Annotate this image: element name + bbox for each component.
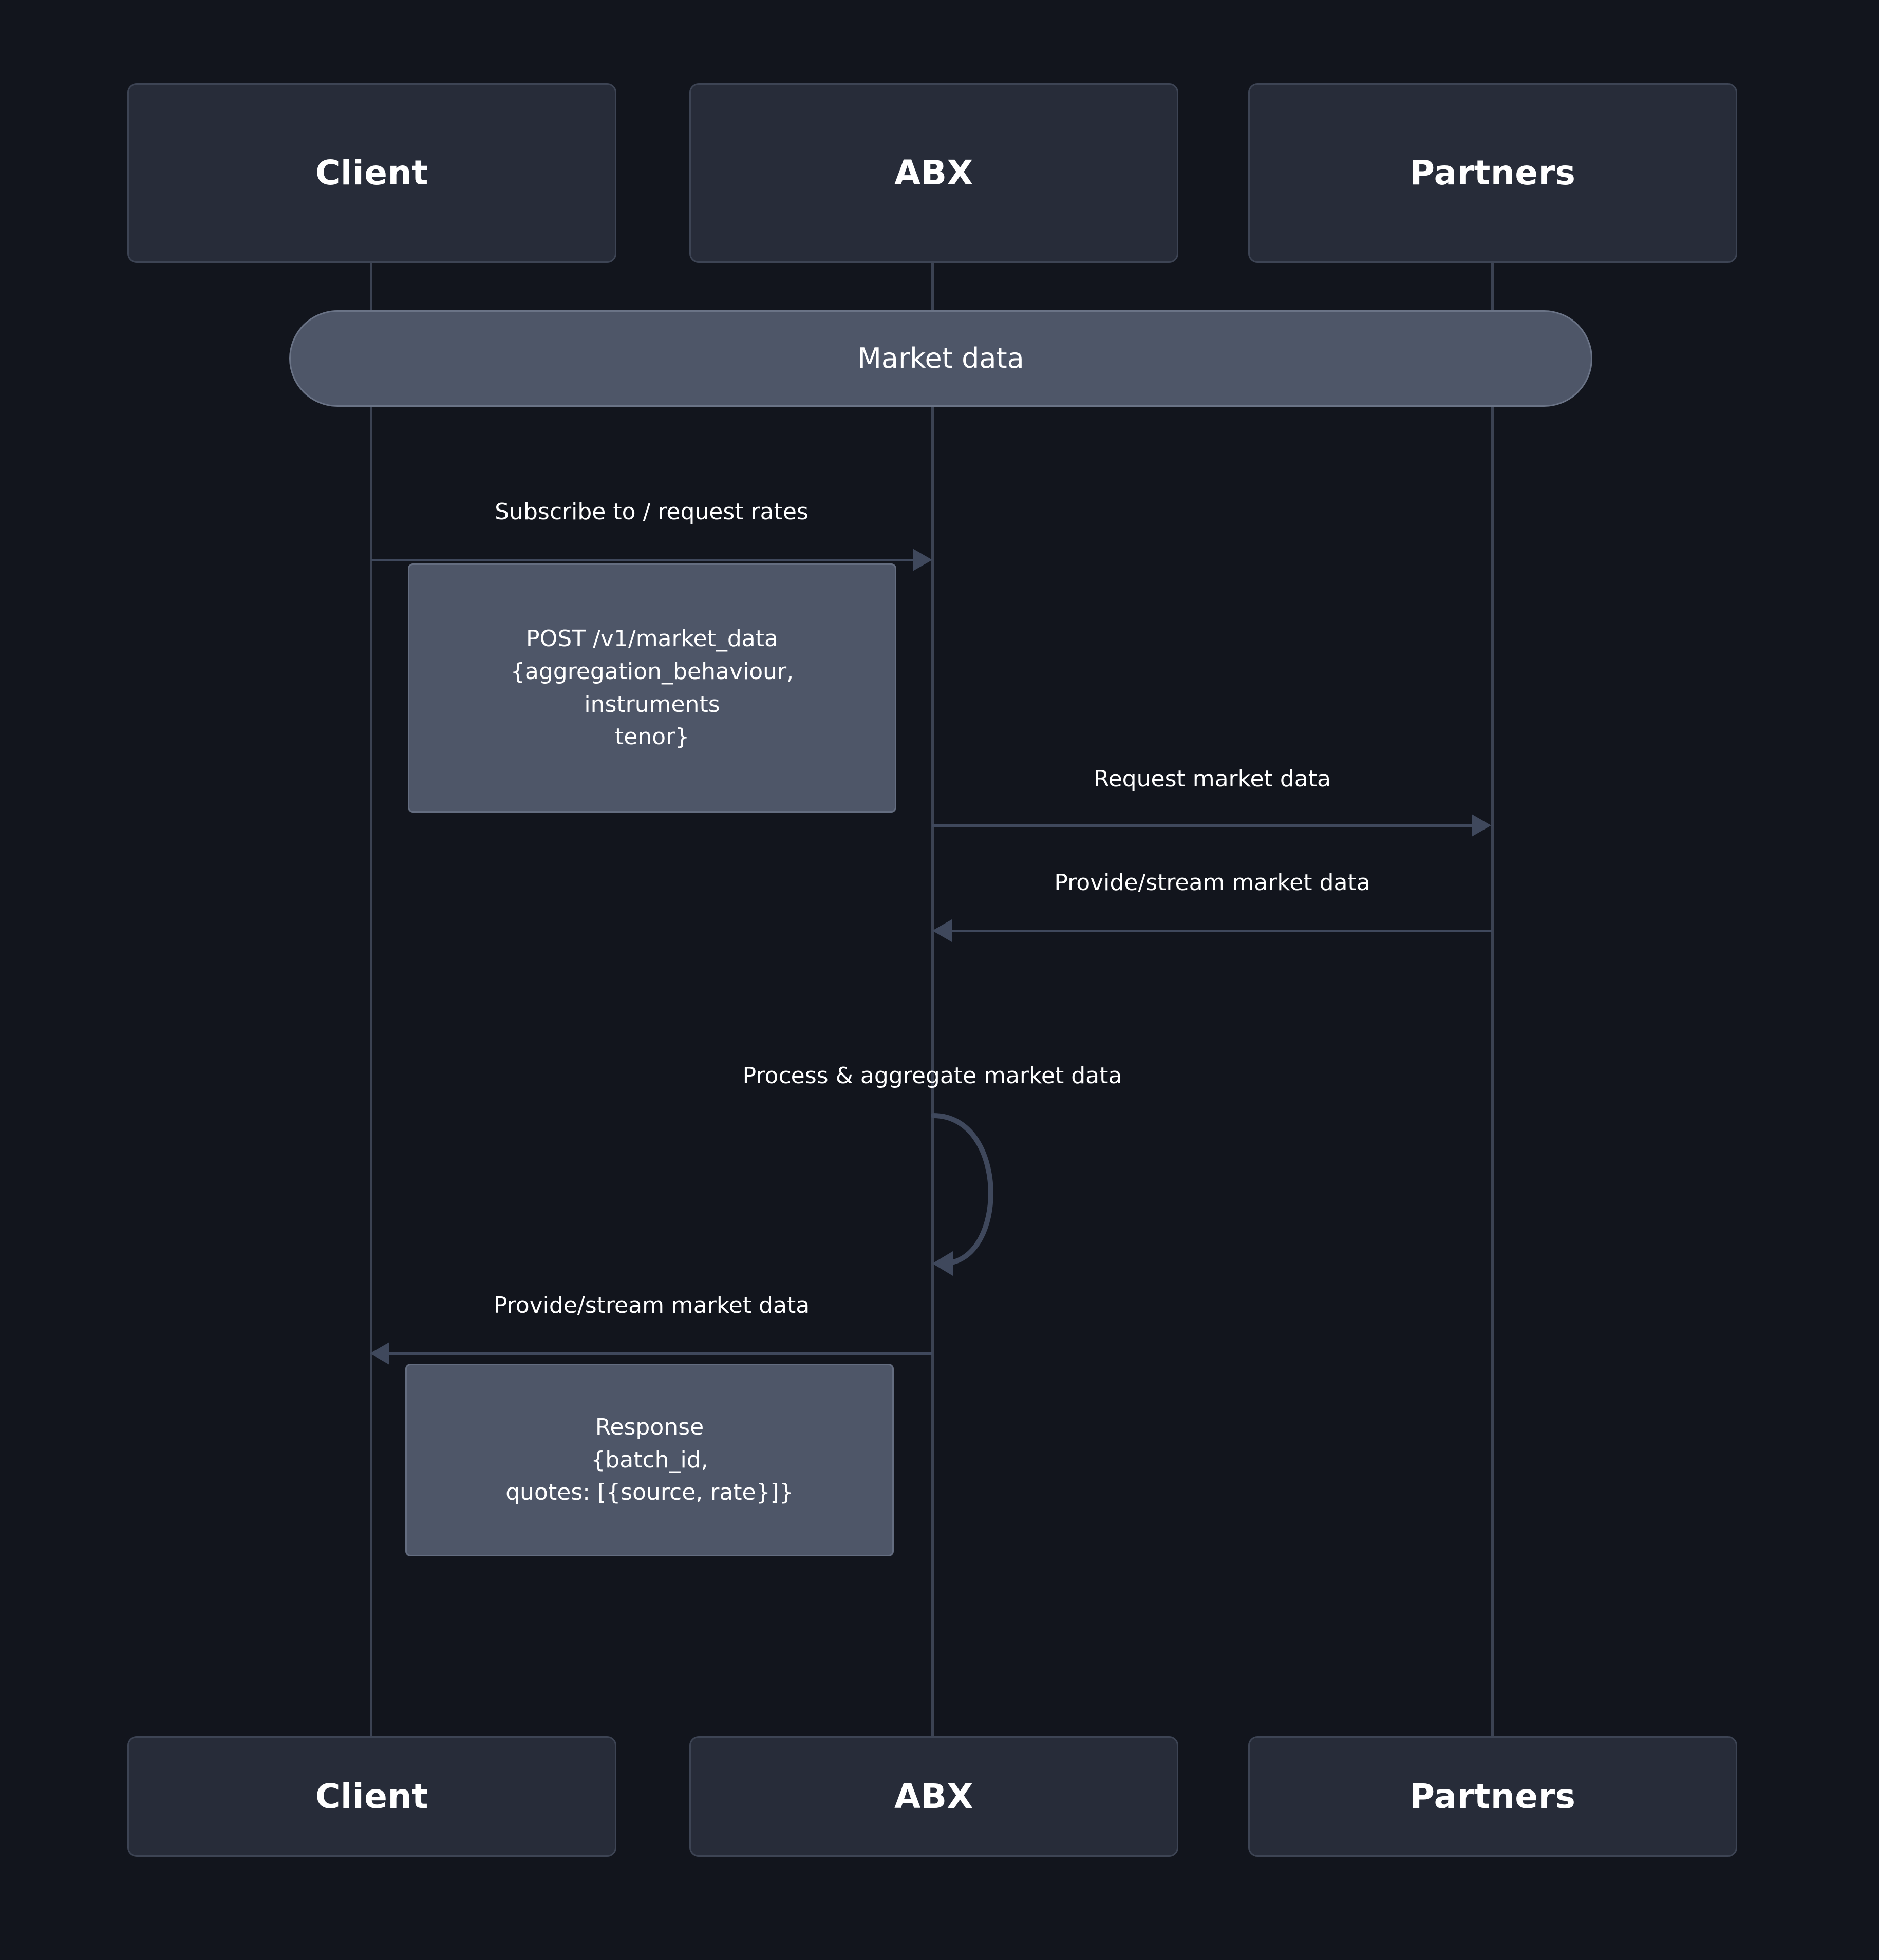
participant-label-client-bottom: Client [315,1776,428,1816]
message-line-provide-stream-partners [952,930,1492,932]
message-label-provide-stream-partners: Provide/stream market data [1054,870,1370,896]
participant-label-abx-top: ABX [894,153,973,193]
note-response-line-1: Response [595,1414,704,1440]
section-banner-label: Market data [857,342,1024,374]
note-request-line-2: {aggregation_behaviour, [510,658,794,685]
participant-label-partners-bottom: Partners [1410,1776,1576,1816]
note-response-line-2: {batch_id, [591,1446,708,1473]
message-arrowhead-request-market-data [1472,814,1491,837]
note-request-payload: POST /v1/market_data {aggregation_behavi… [408,563,896,813]
lifeline-abx [931,263,934,1738]
note-request-line-4: tenor} [614,724,690,750]
message-line-provide-stream-client [389,1352,932,1355]
participant-box-abx-bottom[interactable]: ABX [689,1736,1178,1857]
participant-box-client-bottom[interactable]: Client [127,1736,616,1857]
participant-label-client-top: Client [315,153,428,193]
participant-box-abx-top[interactable]: ABX [689,83,1178,263]
message-selfloop-process-aggregate [931,1113,993,1276]
note-response-line-3: quotes: [{source, rate}]} [505,1479,794,1506]
message-arrowhead-subscribe [913,549,932,571]
lifeline-partners [1491,263,1494,1738]
message-label-request-market-data: Request market data [1094,766,1331,792]
section-banner-market-data: Market data [289,310,1592,407]
note-response-payload: Response {batch_id, quotes: [{source, ra… [405,1364,894,1556]
message-arrowhead-provide-stream-client [370,1342,389,1365]
message-line-request-market-data [932,824,1473,827]
participant-label-partners-top: Partners [1410,153,1576,193]
participant-label-abx-bottom: ABX [894,1776,973,1816]
message-label-provide-stream-client: Provide/stream market data [493,1292,810,1318]
note-request-line-3: instruments [584,691,720,718]
participant-box-partners-top[interactable]: Partners [1248,83,1737,263]
participant-box-client-top[interactable]: Client [127,83,616,263]
participant-box-partners-bottom[interactable]: Partners [1248,1736,1737,1857]
message-label-subscribe: Subscribe to / request rates [495,499,809,525]
note-request-line-1: POST /v1/market_data [526,625,778,652]
message-line-subscribe [371,559,914,561]
lifeline-client [370,263,372,1738]
message-label-process-aggregate: Process & aggregate market data [742,1063,1122,1089]
message-arrowhead-provide-stream-partners [932,919,952,942]
